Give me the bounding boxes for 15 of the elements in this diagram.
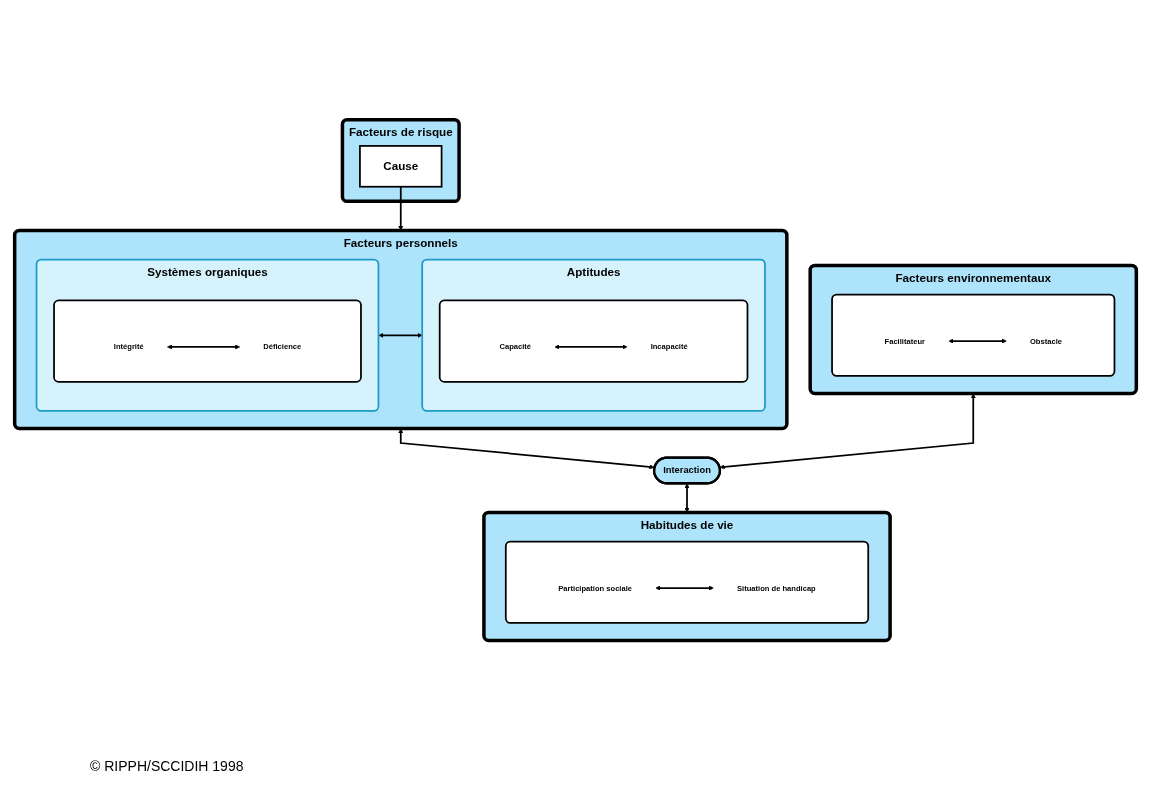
cluster: [53, 299, 362, 383]
copyright-note: © RIPPH/SCCIDIH 1998: [90, 758, 244, 774]
arrow: [719, 393, 976, 470]
cluster: [831, 293, 1116, 377]
arrow: [398, 428, 655, 470]
arrow: [655, 585, 714, 591]
arrow: [554, 344, 628, 350]
arrow: [684, 483, 690, 513]
arrow: [948, 338, 1007, 344]
node-box: Cause: [359, 145, 443, 188]
cluster: [504, 540, 870, 624]
arrow: [167, 344, 241, 350]
arrow: [398, 185, 404, 231]
cluster: [438, 299, 749, 383]
arrow: [378, 332, 423, 338]
